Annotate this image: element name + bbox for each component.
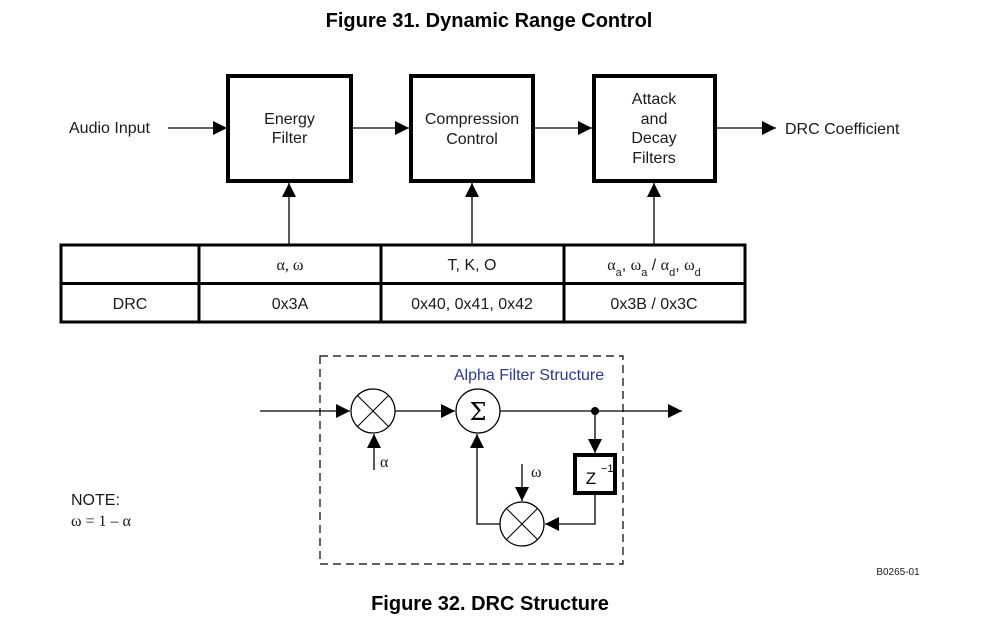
subscript: d xyxy=(669,267,675,279)
delay-exponent: −1 xyxy=(601,463,614,475)
greek-symbol: α xyxy=(607,257,616,274)
compression-control-block xyxy=(409,74,535,183)
figure-32-title: Figure 32. DRC Structure xyxy=(371,593,609,615)
delay-to-multiplier-arrow xyxy=(545,493,596,531)
attack-decay-label-line4: Filters xyxy=(632,150,676,167)
attack-decay-label-line3: Decay xyxy=(631,130,676,147)
energy-filter-label-line1: Energy xyxy=(264,111,315,128)
drc-coefficient-label: DRC Coefficient xyxy=(785,121,900,138)
table-cell-energy-register: 0x3A xyxy=(272,296,309,313)
subscript: d xyxy=(695,267,701,279)
attack-decay-label-line1: Attack xyxy=(632,91,677,108)
greek-symbol: ω xyxy=(631,257,642,274)
note-text: ω = 1 – α xyxy=(71,513,132,530)
multiplier-omega xyxy=(499,501,545,547)
compression-control-label-line1: Compression xyxy=(425,111,519,128)
audio-input-label: Audio Input xyxy=(69,120,151,137)
unit-delay-block xyxy=(573,453,617,495)
table-header-compression-params: T, K, O xyxy=(448,257,497,274)
table-header-attack-decay-params: αa, ωa / αd, ωd xyxy=(607,257,700,279)
note-title: NOTE: xyxy=(71,492,120,509)
figure-id: B0265-01 xyxy=(876,567,920,578)
alpha-filter-structure-box xyxy=(319,355,624,565)
table-header-energy-params: α, ω xyxy=(277,257,304,274)
table-cell-attack-decay-registers: 0x3B / 0x3C xyxy=(610,296,697,313)
omega-symbol: ω xyxy=(531,464,542,481)
separator: / xyxy=(647,257,660,274)
energy-filter-block xyxy=(226,74,353,183)
delay-base: Z xyxy=(586,469,596,488)
separator: , xyxy=(622,257,631,274)
energy-filter-label-line2: Filter xyxy=(272,130,308,147)
multiplier-cross xyxy=(506,508,538,540)
table-row-label: DRC xyxy=(113,296,148,313)
alpha-filter-structure-label: Alpha Filter Structure xyxy=(454,367,604,384)
subscript: a xyxy=(616,267,623,279)
greek-symbol: ω xyxy=(684,257,695,274)
figure-31-title: Figure 31. Dynamic Range Control xyxy=(326,10,653,32)
compression-control-label-line2: Control xyxy=(446,131,498,148)
alpha-symbol: α xyxy=(380,454,389,471)
subscript: a xyxy=(641,267,648,279)
multiplier-cross xyxy=(357,395,389,427)
multiplier-alpha xyxy=(350,388,396,434)
table-cell-compression-registers: 0x40, 0x41, 0x42 xyxy=(411,296,533,313)
attack-decay-filters-block xyxy=(592,74,717,183)
attack-decay-label-line2: and xyxy=(641,111,668,128)
sigma-icon: Σ xyxy=(470,398,487,426)
greek-symbol: α xyxy=(661,257,670,274)
feedback-to-sum-arrow xyxy=(470,434,500,525)
register-table: α, ω T, K, O αa, ωa / αd, ωd DRC 0x3A 0x… xyxy=(59,243,747,324)
separator: , xyxy=(675,257,684,274)
